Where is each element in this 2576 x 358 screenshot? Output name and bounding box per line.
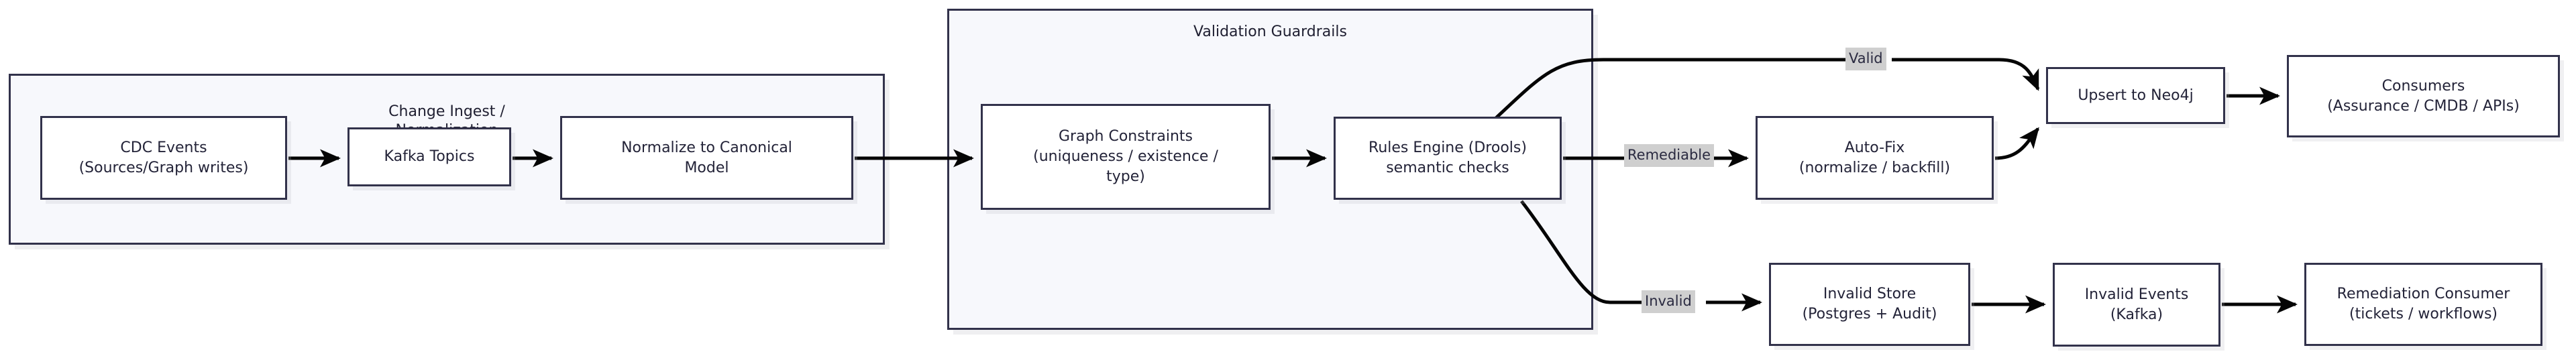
node-remediation-consumer[interactable]: Remediation Consumer (tickets / workflow…	[2304, 263, 2542, 346]
edge-autofix-to-upsert	[1994, 127, 2039, 160]
node-invalid-store-label: Invalid Store (Postgres + Audit)	[1802, 286, 1937, 322]
node-kafka-topics-label: Kafka Topics	[384, 148, 475, 165]
node-invalid-store[interactable]: Invalid Store (Postgres + Audit)	[1769, 263, 1970, 346]
node-consumers[interactable]: Consumers (Assurance / CMDB / APIs)	[2287, 55, 2560, 137]
node-normalize-canonical-label: Normalize to Canonical Model	[621, 139, 792, 176]
node-kafka-topics[interactable]: Kafka Topics	[347, 127, 511, 186]
node-consumers-label: Consumers (Assurance / CMDB / APIs)	[2327, 77, 2520, 115]
node-graph-constraints[interactable]: Graph Constraints (uniqueness / existenc…	[981, 104, 1271, 210]
node-upsert-neo4j[interactable]: Upsert to Neo4j	[2046, 67, 2225, 124]
node-cdc-events[interactable]: CDC Events (Sources/Graph writes)	[40, 116, 287, 200]
node-invalid-events-label: Invalid Events (Kafka)	[2084, 286, 2189, 323]
node-remediation-consumer-label: Remediation Consumer (tickets / workflow…	[2337, 286, 2510, 322]
node-invalid-events[interactable]: Invalid Events (Kafka)	[2053, 263, 2220, 347]
edge-label-invalid: Invalid	[1642, 290, 1695, 313]
node-graph-constraints-label: Graph Constraints (uniqueness / existenc…	[1033, 128, 1218, 185]
node-cdc-events-label: CDC Events (Sources/Graph writes)	[78, 139, 249, 176]
node-rules-engine-label: Rules Engine (Drools) semantic checks	[1368, 139, 1527, 176]
group-validation-guardrails-title: Validation Guardrails	[1193, 23, 1347, 40]
node-auto-fix-label: Auto-Fix (normalize / backfill)	[1799, 139, 1951, 176]
node-rules-engine[interactable]: Rules Engine (Drools) semantic checks	[1334, 117, 1562, 200]
edge-label-valid: Valid	[1845, 48, 1886, 70]
node-normalize-canonical[interactable]: Normalize to Canonical Model	[560, 116, 853, 200]
node-upsert-neo4j-label: Upsert to Neo4j	[2078, 86, 2194, 104]
node-auto-fix[interactable]: Auto-Fix (normalize / backfill)	[1756, 116, 1994, 200]
edge-label-remediable: Remediable	[1624, 144, 1715, 167]
